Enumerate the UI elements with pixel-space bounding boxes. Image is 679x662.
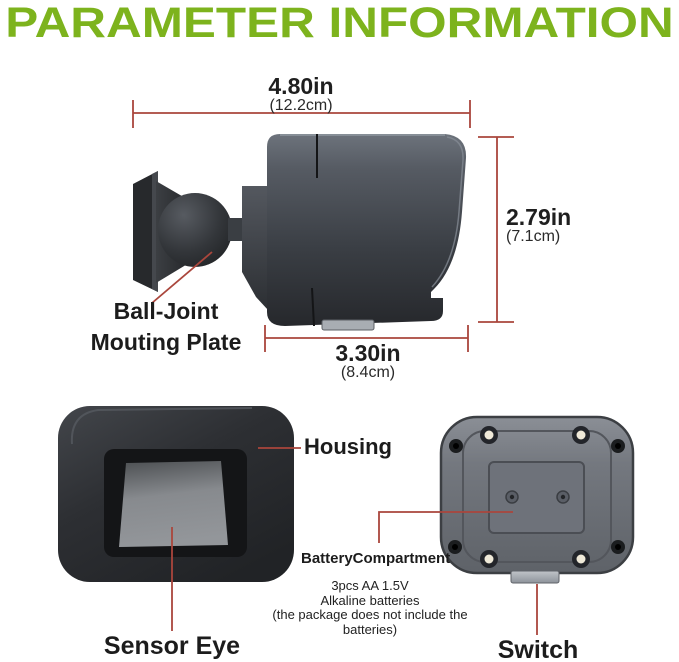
dimension-width-metric: (12.2cm): [269, 97, 333, 115]
mount-bracket: [242, 186, 268, 310]
mounting-plate: [133, 171, 158, 292]
ball-joint: [158, 193, 232, 267]
dimension-depth-line: [264, 325, 469, 352]
dimension-depth: 3.30in (8.4cm): [218, 341, 518, 382]
ball-stem: [228, 218, 242, 241]
battery-compartment-screws: [505, 490, 570, 504]
battery-compartment-label: BatteryCompartment: [301, 550, 451, 567]
battery-note-line1: 3pcs AA 1.5V: [331, 578, 409, 593]
ball-joint-label-line1: Ball-Joint: [113, 298, 219, 324]
corner-screws: [448, 439, 625, 554]
housing-label: Housing: [304, 434, 392, 459]
housing-top-highlight: [70, 407, 253, 445]
sensor-eye-label: Sensor Eye: [103, 632, 241, 660]
dimension-height-line: [478, 136, 514, 323]
battery-compartment: [488, 461, 585, 534]
camera-body: [267, 134, 467, 326]
panel-screws: [480, 426, 590, 568]
camera-front-view: [58, 406, 294, 582]
back-groove-outline: [462, 430, 612, 563]
battery-note-line3: (the package does not include the batter…: [272, 607, 468, 637]
dimension-width-inches: 4.80in: [268, 73, 334, 99]
switch-label: Switch: [497, 636, 579, 662]
page-title: PARAMETER INFORMATION: [5, 0, 674, 47]
ball-joint-mounting-plate-label: Ball-Joint Mouting Plate: [60, 296, 272, 358]
ball-joint-label-line2: Mouting Plate: [90, 329, 242, 355]
switch-tab: [510, 570, 560, 584]
side-switch-rail: [321, 319, 375, 331]
dimension-height-metric: (7.1cm): [506, 228, 561, 246]
dimension-height-inches: 2.79in: [506, 204, 572, 230]
ball-joint-leader-line: [151, 251, 213, 304]
camera-back-view: [439, 415, 635, 584]
battery-compartment-leader-line: [378, 511, 513, 543]
dimension-depth-inches: 3.30in: [335, 340, 401, 366]
battery-note-line2: Alkaline batteries: [320, 592, 420, 608]
dimension-width: 4.80in (12.2cm): [151, 74, 451, 115]
dimension-depth-metric: (8.4cm): [340, 364, 396, 382]
hood-front-edge-highlight: [431, 136, 464, 288]
dimension-height: 2.79in (7.1cm): [506, 205, 626, 246]
sensor-window: [119, 461, 228, 547]
battery-note: 3pcs AA 1.5V Alkaline batteries (the pac…: [245, 578, 495, 637]
dimension-width-line: [132, 100, 471, 128]
camera-side-view: [133, 134, 467, 331]
body-seam-bottom: [311, 287, 315, 327]
